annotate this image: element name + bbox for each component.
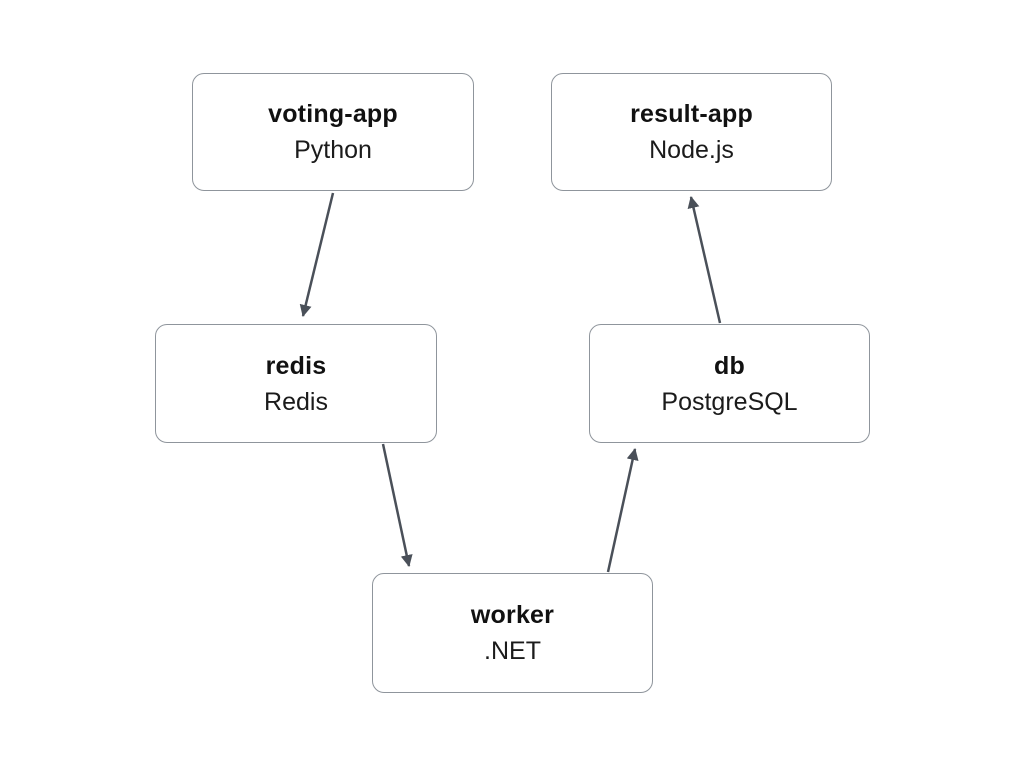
edge-redis-to-worker — [381, 443, 413, 567]
edge-db-to-result-app — [687, 196, 722, 324]
node-title: db — [714, 351, 745, 380]
node-title: voting-app — [268, 100, 398, 128]
node-subtitle: Redis — [264, 387, 328, 416]
edge-worker-to-db — [606, 448, 639, 573]
node-title: result-app — [630, 100, 753, 128]
node-db: db PostgreSQL — [589, 324, 870, 443]
node-subtitle: Node.js — [649, 136, 734, 164]
node-subtitle: .NET — [484, 637, 541, 665]
node-title: worker — [470, 601, 555, 629]
node-redis: redis Redis — [155, 324, 437, 443]
node-subtitle: PostgreSQL — [661, 387, 798, 416]
edge-voting-app-to-redis — [299, 192, 335, 317]
node-subtitle: Python — [294, 136, 372, 164]
node-result-app: result-app Node.js — [551, 73, 832, 191]
node-worker: worker .NET — [372, 573, 653, 693]
node-title: redis — [265, 351, 327, 380]
node-voting-app: voting-app Python — [192, 73, 474, 191]
